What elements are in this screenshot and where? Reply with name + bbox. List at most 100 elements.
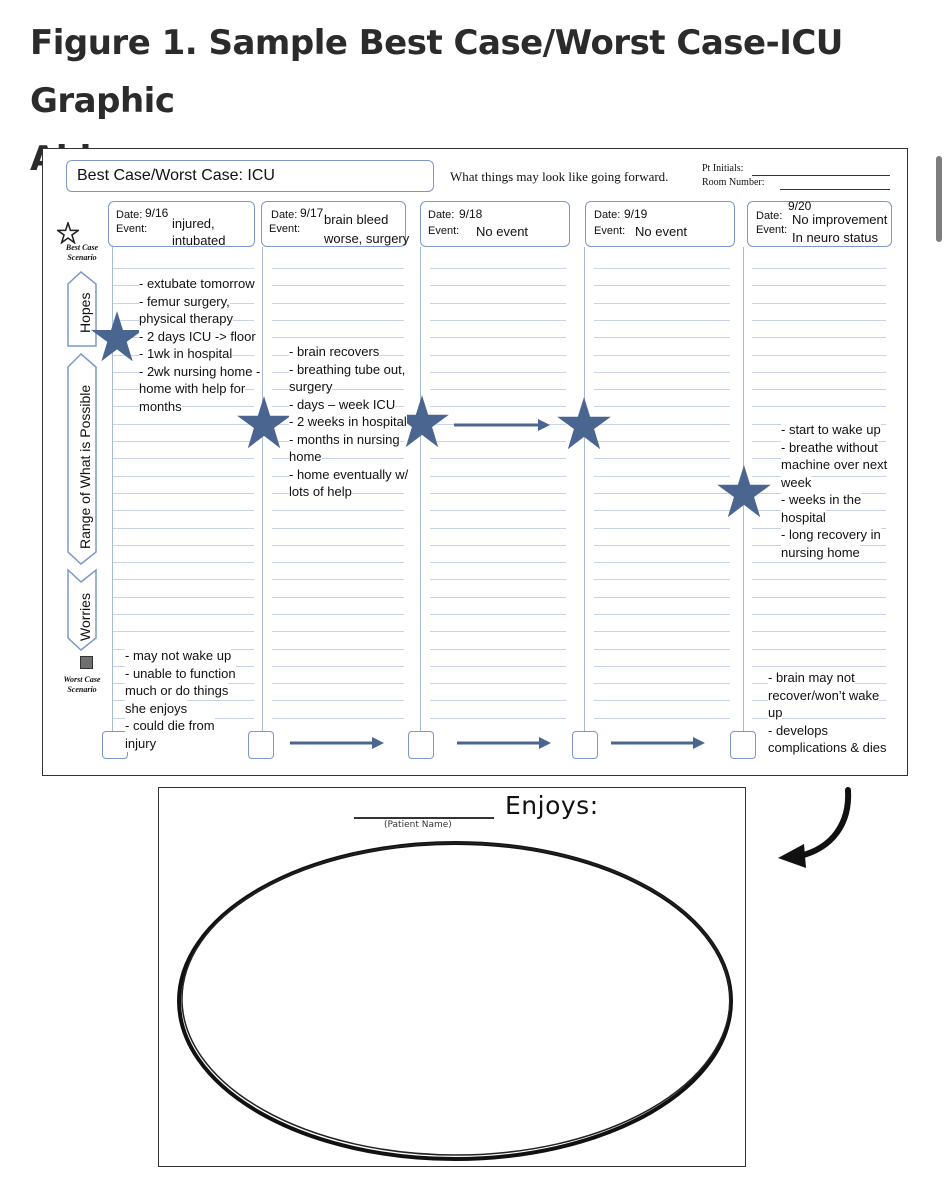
ruled-line [752,718,886,719]
ruled-line [594,337,730,338]
ruled-line [430,320,566,321]
column-divider [112,247,113,732]
range-label: Range of What is Possible [77,384,93,549]
ruled-line [752,562,886,563]
event-value-line-2: In neuro status [792,230,878,245]
note-line: home with help for [139,380,246,398]
column-divider [262,247,263,732]
date-box-4: Date: 9/19 Event: No event [585,201,735,247]
ruled-line [594,458,730,459]
ruled-line [113,441,254,442]
ruled-line [752,303,886,304]
date-box-5: Date: 9/20 Event: No improvement In neur… [747,199,892,247]
ruled-line [594,631,730,632]
ruled-line [752,666,886,667]
date-box-1: Date: 9/16 Event: injured, intubated [108,201,255,248]
ruled-line [594,303,730,304]
note-line: - brain may not [768,669,855,687]
ruled-line [752,389,886,390]
worst-case-checkbox-3[interactable] [408,731,434,759]
ruled-line [113,476,254,477]
ruled-line [272,649,404,650]
worst-case-checkbox-2[interactable] [248,731,274,759]
ruled-line [113,268,254,269]
ruled-line [752,285,886,286]
best-case-label-line-2: Scenario [67,253,97,262]
note-line: complications & dies [768,739,887,757]
note-line: lots of help [289,483,352,501]
ruled-line [752,631,886,632]
date-value: 9/16 [145,206,169,220]
worst-case-checkbox-4[interactable] [572,731,598,759]
worst-case-square-icon [80,656,93,669]
pt-initials-label: Pt Initials: [702,163,744,174]
note-line: - 2 days ICU -> floor [139,327,256,345]
ruled-line [594,320,730,321]
ruled-line [430,528,566,529]
note-line: - home eventually w/ [289,465,409,483]
ruled-line [113,528,254,529]
star-icon-col5 [717,465,771,518]
note-line: hospital [781,508,826,526]
worksheet-title: Best Case/Worst Case: ICU [77,167,275,184]
date-value: 9/18 [459,207,483,221]
ruled-line [430,372,566,373]
ruled-line [594,579,730,580]
star-icon-col4 [557,397,611,450]
worst-case-label-line-2: Scenario [67,685,97,694]
ruled-line [594,649,730,650]
ruled-line [752,372,886,373]
ruled-line [752,406,886,407]
ruled-line [430,579,566,580]
ruled-line [594,614,730,615]
ruled-line [594,389,730,390]
note-line: week [781,473,812,491]
ruled-line [113,631,254,632]
best-case-label-line-1: Best Case [65,243,99,252]
note-line: physical therapy [139,310,233,328]
note-line: months [139,397,182,415]
note-line: surgery [289,378,333,396]
note-line: she enjoys [125,699,188,717]
ruled-line [272,545,404,546]
ruled-line [594,268,730,269]
event-label: Event: [269,223,301,235]
ruled-line [594,493,730,494]
ruled-line [113,458,254,459]
ruled-line [272,268,404,269]
patient-name-line[interactable] [354,817,494,819]
room-number-label: Room Number: [702,177,765,188]
ruled-line [113,424,254,425]
ruled-line [594,597,730,598]
ruled-line [430,285,566,286]
worst-case-checkbox-5[interactable] [730,731,756,759]
worst-case-label-line-1: Worst Case [63,675,101,684]
worst-case-checkbox-1[interactable] [102,731,128,759]
date-label: Date: [594,209,621,221]
ruled-line [430,510,566,511]
event-value: No event [635,224,688,239]
ruled-line [272,337,404,338]
date-label: Date: [428,209,455,221]
note-line: - 1wk in hospital [139,345,233,363]
date-box-2: Date: 9/17 Event: brain bleed worse, sur… [261,201,409,247]
note-line: recover/won’t wake [768,686,880,704]
ruled-line [594,683,730,684]
ruled-line [430,718,566,719]
ruled-line [594,718,730,719]
note-line: - develops [768,721,828,739]
scrollbar-thumb[interactable] [936,156,942,242]
arrow-icon-worst-3 [611,737,705,749]
ruled-line [430,614,566,615]
ruled-line [752,649,886,650]
ruled-line [272,528,404,529]
ruled-line [594,510,730,511]
ruled-line [594,700,730,701]
ruled-line [430,493,566,494]
note-line: - may not wake up [125,647,232,665]
ruled-line [752,614,886,615]
note-line: - 2 weeks in hospital [289,413,407,431]
ruled-line [430,666,566,667]
ruled-line [752,476,886,477]
date-value: 9/19 [624,207,648,221]
